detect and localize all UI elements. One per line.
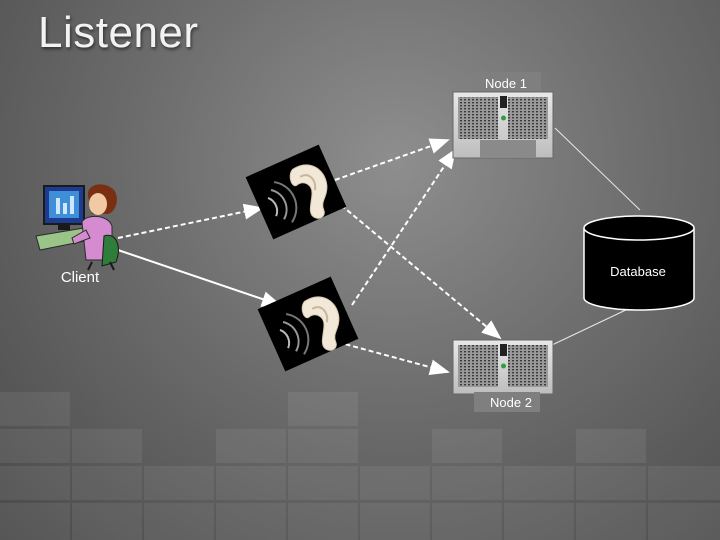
- listener-top[interactable]: [245, 144, 347, 240]
- arrow-client-to-listener-top: [117, 203, 264, 239]
- node2-label: Node 2: [490, 395, 532, 410]
- arrow-listener-top-to-node2: [334, 199, 502, 340]
- arrow-listener-bottom-to-node1: [351, 148, 457, 306]
- server-rack-icon: [452, 339, 554, 395]
- arrow-listener-bottom-to-node2: [329, 339, 450, 376]
- slide-title: Listener: [38, 8, 199, 57]
- database-label: Database: [610, 264, 666, 279]
- node2-server[interactable]: Node 2: [452, 339, 554, 412]
- node2-label-box: [474, 392, 540, 412]
- client[interactable]: Client: [35, 184, 119, 286]
- client-workstation-icon: [35, 184, 119, 271]
- node1-label: Node 1: [485, 76, 527, 91]
- server-rack-icon: [452, 91, 554, 159]
- connector-node2-database: [551, 307, 631, 346]
- client-label: Client: [61, 269, 100, 286]
- connector-node1-database: [554, 127, 641, 211]
- arrow-listener-top-to-node1: [334, 138, 450, 181]
- listener-bottom[interactable]: [257, 276, 359, 372]
- node1-label-box: [471, 72, 541, 94]
- database-cylinder-icon: [583, 215, 695, 311]
- listener-ear-icon: [245, 144, 347, 240]
- listener-ear-icon: [257, 276, 359, 372]
- node1-server[interactable]: Node 1: [452, 72, 554, 159]
- arrow-client-to-listener-bottom: [117, 249, 282, 307]
- database[interactable]: Database: [583, 215, 695, 311]
